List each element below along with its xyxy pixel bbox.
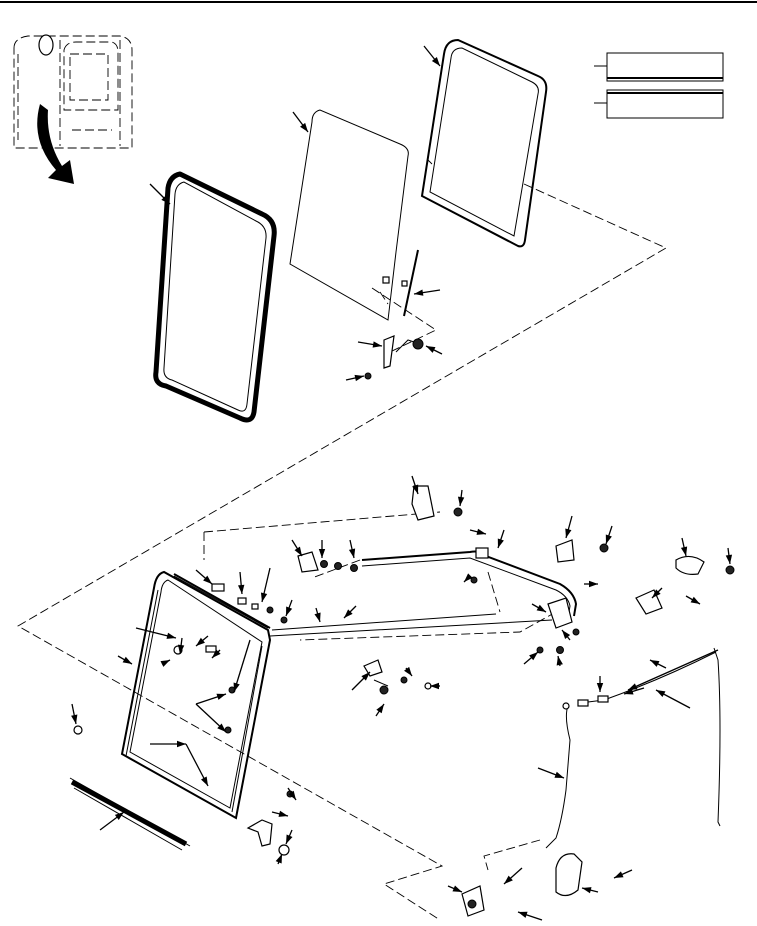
callout-arrow: [531, 603, 547, 613]
callout-arrow: [517, 911, 543, 921]
callout-arrow: [623, 687, 645, 695]
window-seal: [153, 171, 277, 423]
callout-arrow: [271, 810, 289, 817]
callout-arrow: [318, 540, 326, 558]
callout-arrow: [469, 528, 487, 535]
callout-arrow: [375, 703, 385, 717]
callout-arrow: [605, 525, 613, 545]
tube-bracket: [555, 539, 575, 563]
callout-arrow: [463, 573, 473, 583]
callout-arrow: [655, 689, 691, 709]
callout-arrow: [285, 599, 293, 617]
callout-arrow: [314, 607, 321, 623]
handle-tube-assembly: [203, 511, 578, 641]
callout-arrow: [411, 475, 419, 495]
callout-arrow: [195, 703, 227, 733]
callout-arrow: [260, 567, 271, 603]
callout-arrow: [135, 627, 177, 639]
callout-arrow: [285, 829, 293, 845]
callout-arrow: [292, 111, 309, 133]
glass-pane: [289, 109, 409, 321]
legend-box-1: [606, 52, 724, 82]
callout-arrow: [685, 595, 701, 605]
lower-tube-bracket: [547, 597, 573, 629]
curved-locator-arrow-icon: [37, 104, 74, 184]
callout-arrow: [237, 571, 245, 595]
callout-arrow: [680, 537, 688, 557]
link-hardware: [363, 576, 478, 695]
callout-arrow: [627, 649, 719, 691]
callout-arrow: [581, 887, 599, 894]
cab-locator-inset: [13, 34, 133, 184]
left-tube-bracket: [297, 551, 319, 573]
end-bracket: [675, 555, 705, 575]
callout-arrow: [351, 671, 371, 691]
callout-arrow: [561, 629, 571, 641]
callout-arrow: [357, 341, 383, 348]
callout-arrow: [195, 569, 213, 585]
callout-arrow: [345, 374, 365, 382]
callout-arrow: [195, 635, 209, 647]
callout-arrow: [425, 345, 443, 355]
callout-arrow: [413, 289, 441, 296]
callout-arrow: [149, 183, 171, 205]
callout-arrow: [99, 811, 125, 831]
pane-latch-parts: [364, 249, 424, 380]
tube-clamp: [475, 547, 489, 559]
callout-arrow: [649, 659, 667, 669]
callout-arrow: [596, 676, 604, 692]
door-frame: [120, 570, 272, 820]
callout-arrow: [150, 740, 186, 748]
callout-arrow: [71, 703, 78, 725]
callout-arrow: [651, 587, 663, 599]
callout-arrow: [185, 743, 209, 787]
callout-arrow: [613, 869, 633, 879]
callout-arrow: [447, 885, 463, 893]
cab-window-highlight-icon: [38, 34, 54, 56]
callout-arrow: [503, 867, 523, 885]
callout-arrow: [404, 666, 413, 677]
sill-strip: [69, 777, 191, 851]
callout-arrow: [457, 489, 465, 507]
callout-arrow: [287, 787, 297, 801]
callout-arrow: [423, 45, 441, 67]
callout-arrow: [584, 580, 598, 588]
callout-arrow: [537, 767, 565, 779]
hinge-brackets: [297, 485, 735, 654]
callout-arrow: [497, 529, 505, 549]
callout-arrow: [343, 605, 357, 619]
callout-arrow: [195, 693, 227, 705]
callout-arrow: [430, 682, 440, 690]
callout-arrow: [117, 655, 133, 665]
legend-boxes: [594, 52, 724, 119]
callout-arrow: [291, 539, 303, 557]
legend-box-2: [606, 89, 724, 119]
cable-latch-assembly: [461, 647, 721, 917]
upper-hinge-bracket: [411, 485, 435, 521]
callout-arrow: [177, 637, 185, 655]
callout-arrow: [556, 655, 563, 667]
callout-arrow: [275, 853, 283, 865]
assembly-guide-boundary: [17, 159, 667, 921]
latch-cover: [555, 853, 583, 897]
callout-arrow: [233, 639, 251, 693]
callout-arrow: [565, 515, 573, 539]
callout-arrows: [71, 45, 733, 921]
callout-arrow: [211, 649, 221, 659]
window-frame: [420, 38, 548, 248]
callout-arrow: [523, 651, 539, 665]
callout-arrow: [160, 659, 171, 667]
callout-arrow: [348, 539, 356, 559]
callout-arrow: [725, 547, 733, 565]
